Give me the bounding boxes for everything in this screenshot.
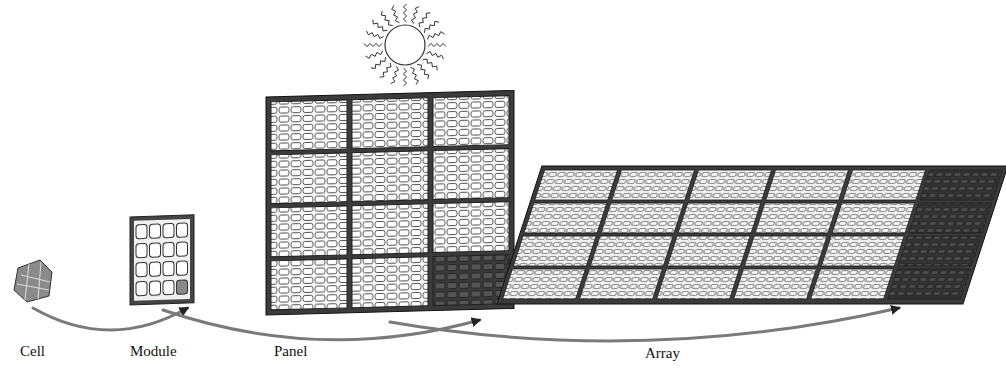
flow-arrow [390, 308, 899, 341]
stage-shape: Module [128, 210, 198, 306]
cell-picture [14, 260, 52, 302]
panel-picture [266, 91, 514, 315]
stage-label: Array [645, 344, 680, 362]
flow-arrow [163, 310, 480, 340]
stage-shape: Array [495, 160, 1000, 306]
stage-label: Module [130, 342, 177, 360]
stage-shape: Cell [12, 258, 54, 304]
stage-shape: Panel [262, 88, 518, 318]
stage-label: Cell [20, 342, 45, 360]
module-picture [130, 215, 194, 305]
sun-symbol [364, 4, 446, 86]
stage-label: Panel [274, 342, 307, 360]
array-picture [497, 166, 1006, 304]
